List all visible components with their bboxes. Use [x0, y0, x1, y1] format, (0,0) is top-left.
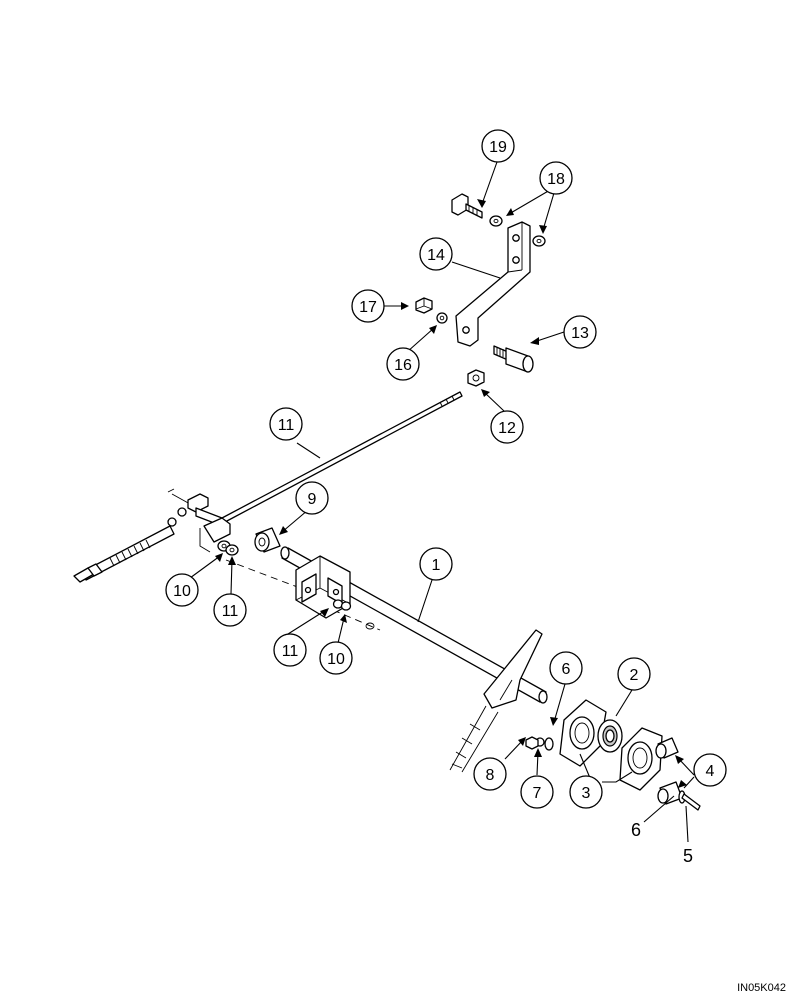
label-5: 5 [683, 846, 693, 866]
callout-6: 6 [549, 651, 583, 685]
svg-text:7: 7 [533, 785, 542, 802]
callout-1: 1 [419, 547, 453, 581]
svg-text:19: 19 [489, 139, 507, 156]
bushing-9 [254, 527, 281, 553]
callout-17: 17 [351, 289, 385, 323]
washer-10-right [340, 601, 352, 611]
callout-15: 14 [419, 237, 453, 271]
washer-10-left [225, 544, 239, 556]
callout-8: 8 [473, 757, 507, 791]
callout-10-right: 10 [319, 641, 353, 675]
flange-3b [619, 727, 663, 791]
callout-2: 2 [617, 657, 651, 691]
nut-8 [525, 736, 539, 750]
spacer-4b [657, 781, 683, 805]
svg-text:12: 12 [498, 420, 516, 437]
svg-text:11: 11 [282, 643, 299, 660]
svg-text:10: 10 [173, 583, 191, 600]
callout-19: 19 [481, 129, 515, 163]
washer-18b [532, 235, 546, 247]
rod-elbow [203, 517, 231, 543]
callout-3: 3 [569, 775, 603, 809]
bolt-5 [681, 793, 701, 811]
rod-12 [221, 391, 463, 523]
svg-text:6: 6 [562, 661, 571, 678]
cable-assembly [73, 488, 223, 583]
washer-16 [436, 312, 448, 324]
figure-reference-code: IN05K042 [737, 982, 786, 994]
bracket-15 [455, 221, 531, 347]
callout-10-left: 10 [165, 573, 199, 607]
svg-text:8: 8 [486, 767, 495, 784]
callout-16: 16 [386, 347, 420, 381]
svg-text:1: 1 [432, 557, 441, 574]
svg-text:17: 17 [359, 299, 377, 316]
nut-13 [467, 369, 485, 387]
pedal-lever [449, 629, 543, 773]
svg-text:4: 4 [706, 763, 715, 780]
svg-text:11: 11 [222, 603, 239, 620]
callout-4: 4 [693, 753, 727, 787]
flange-3a [559, 699, 607, 767]
svg-text:13: 13 [571, 325, 589, 342]
washer-18a [489, 215, 503, 227]
callout-13: 12 [490, 410, 524, 444]
svg-text:2: 2 [630, 667, 639, 684]
callout-11-left: 11 [213, 593, 247, 627]
svg-text:14: 14 [427, 247, 445, 264]
svg-text:11: 11 [278, 417, 295, 434]
svg-text:10: 10 [327, 651, 345, 668]
svg-text:18: 18 [547, 171, 565, 188]
spacer-4a [655, 737, 679, 759]
label-6: 6 [631, 820, 641, 840]
bearing-2 [597, 719, 623, 753]
leader-lines [189, 161, 695, 843]
arrow-heads [215, 199, 687, 788]
stud-14 [493, 345, 534, 373]
svg-text:16: 16 [394, 357, 412, 374]
svg-text:9: 9 [308, 491, 317, 508]
washer-6 [544, 737, 554, 751]
callout-14: 13 [563, 315, 597, 349]
callout-12: 11 [269, 407, 303, 441]
svg-text:3: 3 [582, 785, 591, 802]
callout-11-right: 11 [273, 633, 307, 667]
callout-7: 7 [520, 775, 554, 809]
callout-18: 18 [539, 161, 573, 195]
callout-9: 9 [295, 481, 329, 515]
bolt-19 [451, 193, 483, 219]
